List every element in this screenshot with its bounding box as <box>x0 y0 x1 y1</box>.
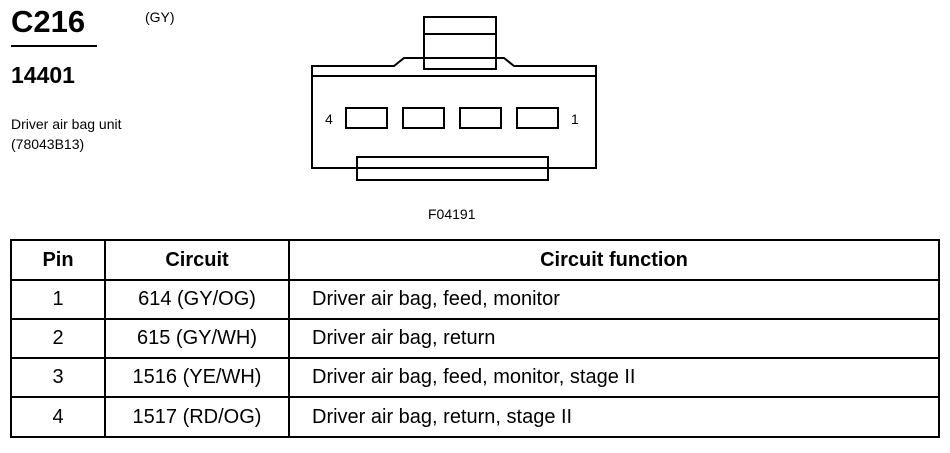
header-circuit: Circuit <box>104 239 290 281</box>
pin-cell: 2 <box>10 318 106 359</box>
pin-label-left: 4 <box>325 111 333 127</box>
part-number: 14401 <box>11 62 75 88</box>
table-row: 2 615 (GY/WH) Driver air bag, return <box>10 318 940 359</box>
function-cell: Driver air bag, return <box>288 318 940 359</box>
connector-face-diagram: 4 1 <box>311 16 597 181</box>
pin-cavity-2 <box>459 107 502 129</box>
pin-label-right: 1 <box>571 111 579 127</box>
pin-table: Pin Circuit Circuit function 1 614 (GY/O… <box>10 239 940 438</box>
pin-cell: 4 <box>10 396 106 438</box>
connector-latch <box>423 16 497 70</box>
header-pin: Pin <box>10 239 106 281</box>
pin-cell: 3 <box>10 357 106 398</box>
function-cell: Driver air bag, feed, monitor <box>288 279 940 320</box>
function-cell: Driver air bag, feed, monitor, stage II <box>288 357 940 398</box>
circuit-cell: 614 (GY/OG) <box>104 279 290 320</box>
connector-id: C216 <box>11 4 86 39</box>
circuit-cell: 1516 (YE/WH) <box>104 357 290 398</box>
pin-cavity-3 <box>402 107 445 129</box>
connector-body <box>311 57 597 169</box>
component-code: (78043B13) <box>11 136 85 152</box>
figure-id: F04191 <box>428 206 476 222</box>
pin-cavity-1 <box>516 107 559 129</box>
pin-cell: 1 <box>10 279 106 320</box>
function-cell: Driver air bag, return, stage II <box>288 396 940 438</box>
connector-id-underline <box>11 45 97 47</box>
circuit-cell: 615 (GY/WH) <box>104 318 290 359</box>
table-row: 3 1516 (YE/WH) Driver air bag, feed, mon… <box>10 357 940 398</box>
table-row: 4 1517 (RD/OG) Driver air bag, return, s… <box>10 396 940 438</box>
table-row: 1 614 (GY/OG) Driver air bag, feed, moni… <box>10 279 940 320</box>
table-header-row: Pin Circuit Circuit function <box>10 239 940 281</box>
connector-color: (GY) <box>145 9 175 25</box>
circuit-cell: 1517 (RD/OG) <box>104 396 290 438</box>
component-name: Driver air bag unit <box>11 116 122 132</box>
header-function: Circuit function <box>288 239 940 281</box>
pin-cavity-4 <box>345 107 388 129</box>
